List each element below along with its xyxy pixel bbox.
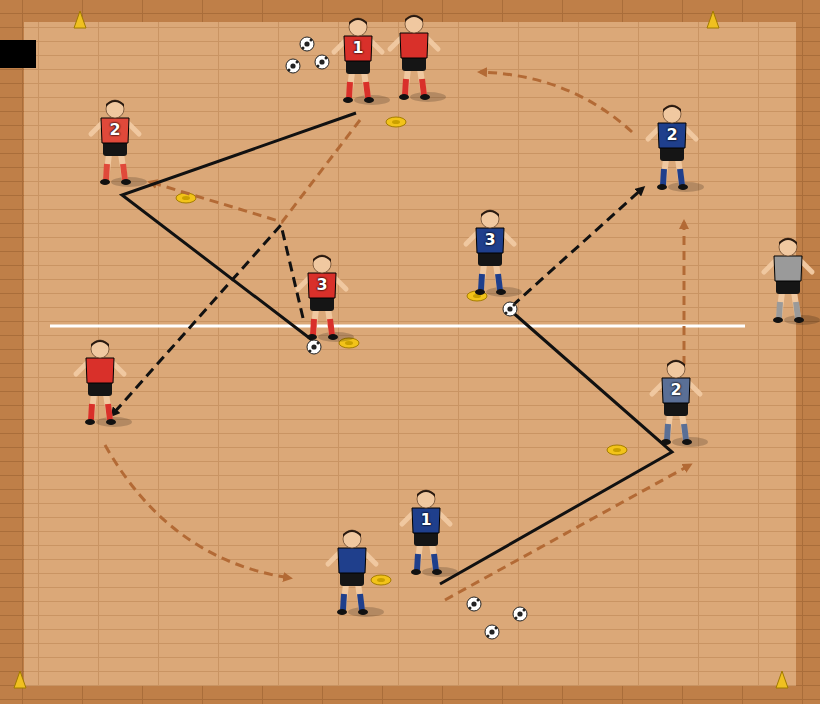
player-number: 3 [310,274,334,296]
player-number: 1 [414,509,438,531]
player-number: 3 [478,229,502,251]
player-number: 2 [103,119,127,141]
player-number: 2 [660,124,684,146]
player-number: 2 [664,379,688,401]
player-number: 1 [346,37,370,59]
